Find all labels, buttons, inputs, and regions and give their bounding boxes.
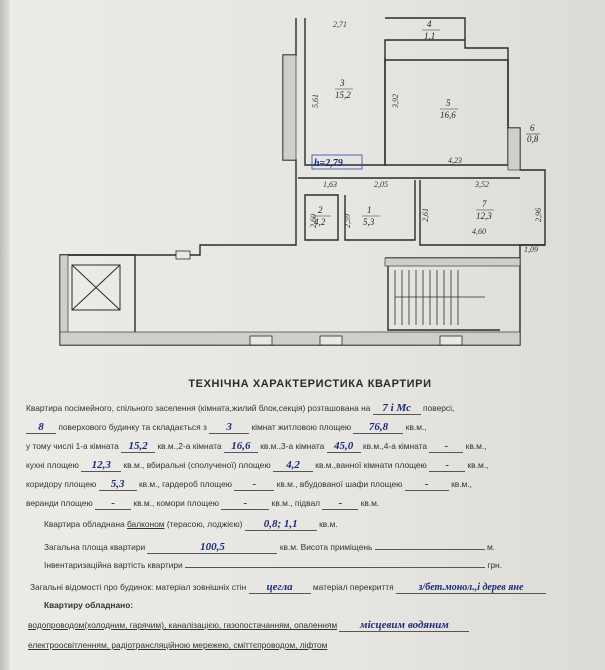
wall-hatch-right xyxy=(507,127,521,171)
line-equipped-heading: Квартиру обладнано: xyxy=(44,600,134,610)
line-veranda: веранди площею - кв.м., комори площею - … xyxy=(26,497,380,510)
window-1 xyxy=(175,250,191,260)
svg-text:3: 3 xyxy=(339,78,345,88)
room2-value: 16,6 xyxy=(223,441,258,453)
line-rooms: у тому числі 1-а кімната 15,2 кв.м.,2-а … xyxy=(26,440,487,453)
height-value xyxy=(374,549,485,550)
room1-value: 15,2 xyxy=(121,441,156,453)
line-balcony: Квартира обладнана балконом (терасою, ло… xyxy=(44,518,338,531)
dim-1-63: 1,63 xyxy=(323,180,337,189)
svg-text:16,6: 16,6 xyxy=(440,110,456,120)
line-location: Квартира посімейного, спільного заселенн… xyxy=(26,402,455,415)
room-label-7: 7 12,3 xyxy=(476,199,494,221)
heating-value: місцевим водяним xyxy=(339,620,470,632)
height-note-box xyxy=(311,154,363,170)
dim-1-09: 1,09 xyxy=(524,245,538,254)
floor-material-value: з/бет.монол.,і дерев яне xyxy=(395,582,546,594)
floor-value: 7 і Мс xyxy=(372,403,421,415)
dim-2-61: 2,61 xyxy=(421,208,430,222)
dim-2-60: 2,60 xyxy=(309,214,318,228)
total-area-value: 100,5 xyxy=(147,542,278,554)
room3-value: 45,0 xyxy=(326,441,361,453)
dim-2-05: 2,05 xyxy=(374,180,388,189)
svg-text:1: 1 xyxy=(367,205,372,215)
wall-room5 xyxy=(384,58,509,166)
line-utilities: водопроводом(холодним, гарячим), каналіз… xyxy=(28,619,470,632)
height-note: h=2,79 xyxy=(314,158,343,169)
walls-value: цегла xyxy=(248,582,311,594)
svg-text:7: 7 xyxy=(482,199,487,209)
storeys-value: 8 xyxy=(26,422,56,434)
line-storeys: 8 поверхового будинку та складається з 3… xyxy=(26,421,427,434)
line-total-area: Загальна площа квартири 100,5 кв.м. Висо… xyxy=(44,541,496,554)
wall-hatch-lift xyxy=(59,254,69,346)
stairs xyxy=(394,270,485,325)
window-3 xyxy=(319,335,343,346)
lift-shaft xyxy=(71,264,121,311)
wall-hatch-left xyxy=(282,54,297,161)
svg-text:15,2: 15,2 xyxy=(335,90,351,100)
line-corridor: коридору площею 5,3 кв.м., гардероб площ… xyxy=(26,478,472,491)
svg-text:4,2: 4,2 xyxy=(314,217,326,227)
wall-stairs xyxy=(387,262,500,331)
kitchen-value: 12,3 xyxy=(81,460,122,472)
room-label-4: 4 1,1 xyxy=(422,19,440,41)
line-inventory-value: Інвентаризаційна вартість квартири грн. xyxy=(44,560,502,570)
room-label-3: 3 15,2 xyxy=(335,78,353,100)
balcony-value: 0,8; 1,1 xyxy=(244,519,317,531)
room-label-1: 1 5,3 xyxy=(362,205,380,227)
wall-room7 xyxy=(419,180,545,246)
basement-value: - xyxy=(322,498,359,510)
wall-hatch-bottom xyxy=(59,331,521,346)
dim-4-60: 4,60 xyxy=(472,227,486,236)
svg-text:1,1: 1,1 xyxy=(424,31,435,41)
svg-text:5: 5 xyxy=(446,98,451,108)
line-building-info: Загальні відомості про будинок: матеріал… xyxy=(30,581,546,594)
svg-text:4: 4 xyxy=(427,19,432,29)
inventory-value xyxy=(185,567,485,568)
svg-text:6: 6 xyxy=(530,123,535,133)
room-label-5: 5 16,6 xyxy=(440,98,458,120)
window-2 xyxy=(249,335,273,346)
bath-value: - xyxy=(429,460,466,472)
wall-room2 xyxy=(304,194,339,241)
wardrobe-value: - xyxy=(234,479,275,491)
document-title: ТЕХНІЧНА ХАРАКТЕРИСТИКА КВАРТИРИ xyxy=(188,378,432,390)
corridor-value: 5,3 xyxy=(98,479,137,491)
room-label-6: 6 0,8 xyxy=(526,123,540,144)
veranda-value: - xyxy=(95,498,132,510)
balcony-underlined: балконом xyxy=(126,519,165,529)
floor-plan: h=2,79 2,71 5,61 3,92 4,23 1,63 2,05 3,5… xyxy=(59,17,546,346)
line-utilities-2: електроосвітленням, радіотрансляційною м… xyxy=(28,640,328,650)
dim-3-92: 3,92 xyxy=(391,94,400,109)
wc-value: 4,2 xyxy=(272,460,313,472)
living-area-value: 76,8 xyxy=(353,422,404,434)
closet-value: - xyxy=(404,479,449,491)
dim-5-61: 5,61 xyxy=(311,94,320,108)
dim-2-71: 2,71 xyxy=(333,20,347,29)
dim-3-52: 3,52 xyxy=(474,180,489,189)
window-4 xyxy=(439,335,463,346)
dim-4-23: 4,23 xyxy=(448,156,462,165)
svg-text:12,3: 12,3 xyxy=(476,211,492,221)
room4-value: - xyxy=(429,441,464,453)
svg-text:0,8: 0,8 xyxy=(527,134,539,144)
dim-2-96: 2,96 xyxy=(534,208,543,222)
lift-cross xyxy=(71,264,121,311)
dim-2-59: 2,59 xyxy=(343,214,352,228)
wall-lift xyxy=(60,254,136,345)
rooms-count-value: 3 xyxy=(209,422,250,434)
wall-room1 xyxy=(344,180,416,241)
svg-text:2: 2 xyxy=(318,205,323,215)
room-label-2: 2 4,2 xyxy=(313,205,331,227)
line-kitchen: кухні площею 12,3 кв.м., вбиральні (спол… xyxy=(26,459,489,472)
outer-wall xyxy=(59,17,546,346)
pantry-value: - xyxy=(221,498,270,510)
page-binding-edge xyxy=(0,0,10,670)
svg-text:5,3: 5,3 xyxy=(363,217,375,227)
wall-hatch-stair xyxy=(384,257,521,267)
